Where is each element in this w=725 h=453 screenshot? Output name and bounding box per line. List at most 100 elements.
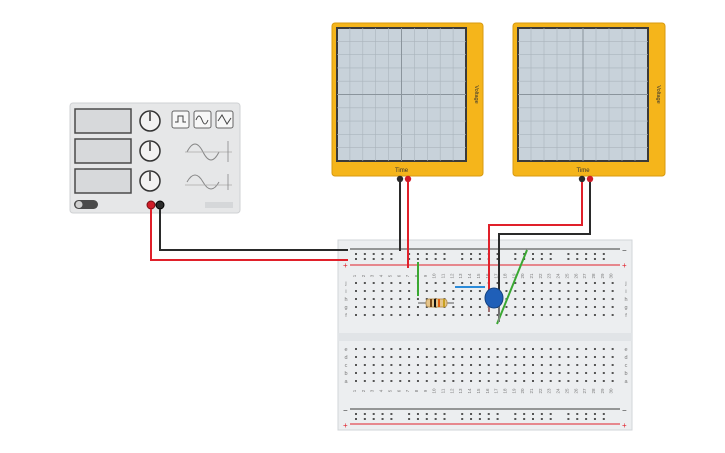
rail-hole[interactable] <box>425 418 428 420</box>
terminal-hole[interactable] <box>381 306 384 308</box>
rail-hole[interactable] <box>602 413 605 415</box>
terminal-hole[interactable] <box>372 314 375 316</box>
rail-hole[interactable] <box>363 253 366 255</box>
rail-hole[interactable] <box>363 258 366 260</box>
terminal-hole[interactable] <box>585 282 588 284</box>
terminal-hole[interactable] <box>478 364 481 366</box>
terminal-hole[interactable] <box>381 372 384 374</box>
amplitude-knob[interactable] <box>139 140 161 162</box>
terminal-hole[interactable] <box>355 372 357 374</box>
terminal-hole[interactable] <box>452 290 455 292</box>
terminal-hole[interactable] <box>496 356 499 358</box>
terminal-hole[interactable] <box>567 372 570 374</box>
terminal-hole[interactable] <box>381 348 384 350</box>
terminal-hole[interactable] <box>532 364 534 366</box>
terminal-hole[interactable] <box>478 372 481 374</box>
terminal-hole[interactable] <box>372 306 375 308</box>
terminal-hole[interactable] <box>470 356 473 358</box>
rail-hole[interactable] <box>434 258 437 260</box>
rail-hole[interactable] <box>425 413 428 415</box>
terminal-hole[interactable] <box>363 364 366 366</box>
terminal-hole[interactable] <box>416 306 419 308</box>
terminal-hole[interactable] <box>434 356 437 358</box>
terminal-hole[interactable] <box>576 380 579 382</box>
rail-hole[interactable] <box>434 413 437 415</box>
terminal-hole[interactable] <box>381 298 384 300</box>
terminal-hole[interactable] <box>540 314 543 316</box>
terminal-hole[interactable] <box>408 306 411 308</box>
terminal-hole[interactable] <box>487 364 490 366</box>
rail-hole[interactable] <box>470 413 473 415</box>
terminal-hole[interactable] <box>452 364 455 366</box>
terminal-hole[interactable] <box>593 306 596 308</box>
terminal-hole[interactable] <box>408 356 411 358</box>
rail-hole[interactable] <box>593 258 596 260</box>
negative-terminal[interactable] <box>155 200 165 210</box>
terminal-hole[interactable] <box>478 314 481 316</box>
rail-hole[interactable] <box>355 253 357 255</box>
terminal-hole[interactable] <box>576 348 579 350</box>
rail-hole[interactable] <box>355 413 357 415</box>
terminal-hole[interactable] <box>390 372 393 374</box>
terminal-hole[interactable] <box>425 290 428 292</box>
terminal-hole[interactable] <box>558 282 561 284</box>
terminal-hole[interactable] <box>470 306 473 308</box>
terminal-hole[interactable] <box>416 298 419 300</box>
terminal-hole[interactable] <box>558 372 561 374</box>
terminal-hole[interactable] <box>372 364 375 366</box>
terminal-hole[interactable] <box>576 306 579 308</box>
terminal-hole[interactable] <box>434 380 437 382</box>
terminal-hole[interactable] <box>355 314 357 316</box>
rail-hole[interactable] <box>372 413 375 415</box>
terminal-hole[interactable] <box>514 298 517 300</box>
rail-hole[interactable] <box>470 418 473 420</box>
terminal-hole[interactable] <box>576 282 579 284</box>
rail-hole[interactable] <box>576 418 579 420</box>
terminal-hole[interactable] <box>567 364 570 366</box>
terminal-hole[interactable] <box>416 380 419 382</box>
terminal-hole[interactable] <box>355 290 357 292</box>
square-wave-button[interactable] <box>171 110 190 129</box>
terminal-hole[interactable] <box>505 290 508 292</box>
rail-hole[interactable] <box>461 413 464 415</box>
terminal-hole[interactable] <box>425 314 428 316</box>
rail-hole[interactable] <box>532 413 534 415</box>
terminal-hole[interactable] <box>558 356 561 358</box>
terminal-hole[interactable] <box>540 306 543 308</box>
terminal-hole[interactable] <box>532 356 534 358</box>
terminal-hole[interactable] <box>585 290 588 292</box>
terminal-hole[interactable] <box>443 372 446 374</box>
rail-hole[interactable] <box>408 258 411 260</box>
terminal-hole[interactable] <box>461 380 464 382</box>
terminal-hole[interactable] <box>487 348 490 350</box>
terminal-hole[interactable] <box>593 380 596 382</box>
terminal-hole[interactable] <box>408 314 411 316</box>
terminal-hole[interactable] <box>399 380 402 382</box>
terminal-hole[interactable] <box>381 290 384 292</box>
terminal-hole[interactable] <box>576 298 579 300</box>
terminal-hole[interactable] <box>505 282 508 284</box>
terminal-hole[interactable] <box>532 348 534 350</box>
terminal-hole[interactable] <box>470 282 473 284</box>
terminal-hole[interactable] <box>416 314 419 316</box>
terminal-hole[interactable] <box>496 364 499 366</box>
rail-hole[interactable] <box>532 418 534 420</box>
terminal-hole[interactable] <box>452 356 455 358</box>
terminal-hole[interactable] <box>381 364 384 366</box>
terminal-hole[interactable] <box>425 364 428 366</box>
terminal-hole[interactable] <box>461 314 464 316</box>
terminal-hole[interactable] <box>390 348 393 350</box>
rail-hole[interactable] <box>434 253 437 255</box>
rail-hole[interactable] <box>549 418 552 420</box>
terminal-hole[interactable] <box>478 356 481 358</box>
capacitor[interactable] <box>484 287 504 322</box>
terminal-hole[interactable] <box>567 282 570 284</box>
terminal-hole[interactable] <box>514 290 517 292</box>
rail-hole[interactable] <box>514 413 517 415</box>
terminal-hole[interactable] <box>478 290 481 292</box>
terminal-hole[interactable] <box>425 356 428 358</box>
rail-hole[interactable] <box>523 418 526 420</box>
generator-positive-wire[interactable] <box>150 209 348 261</box>
terminal-hole[interactable] <box>593 298 596 300</box>
rail-hole[interactable] <box>576 413 579 415</box>
